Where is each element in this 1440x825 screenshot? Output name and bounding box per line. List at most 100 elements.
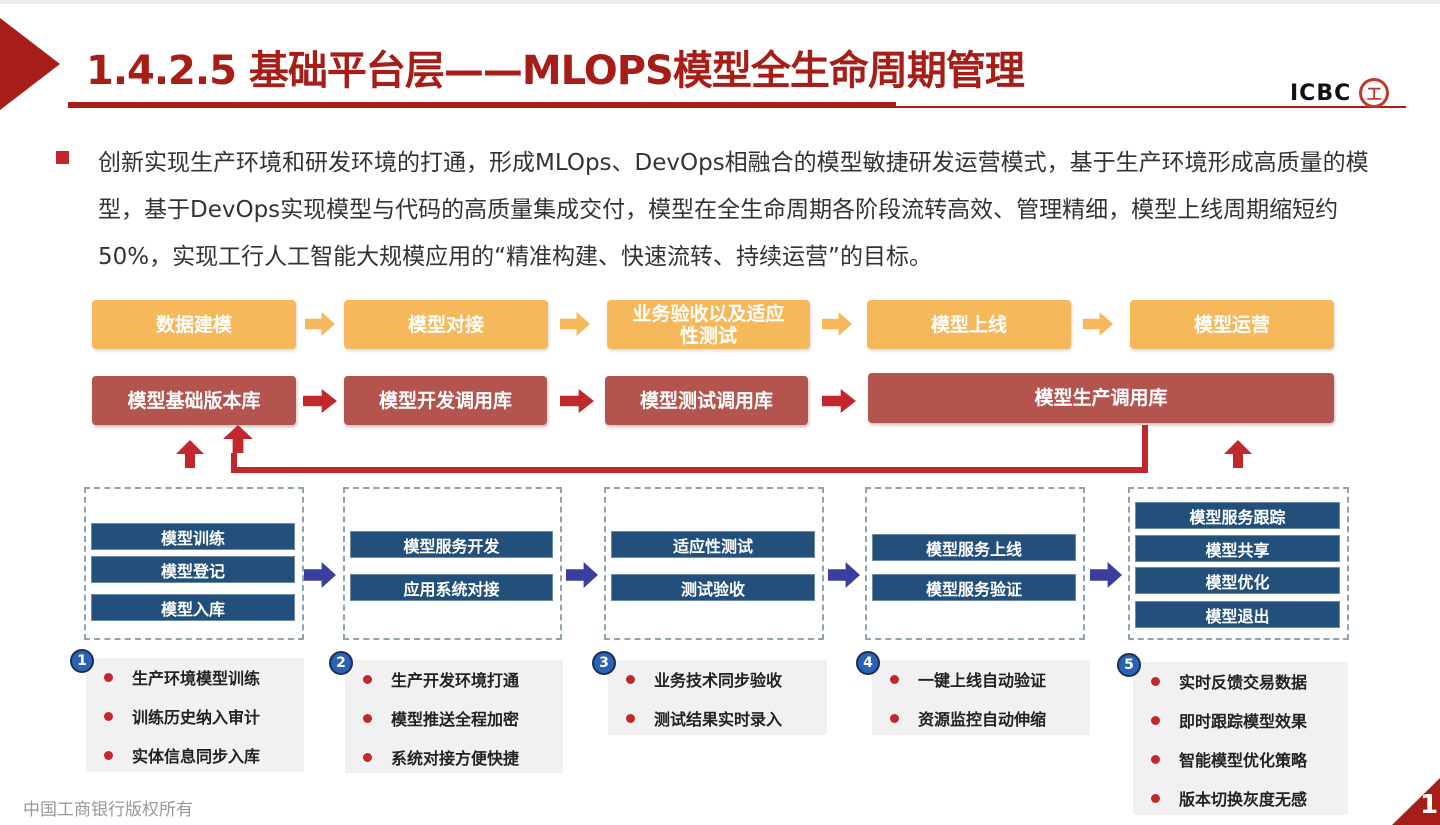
feedback-line xyxy=(231,453,237,473)
library-box-4: 模型生产调用库 xyxy=(868,373,1334,423)
stage-number-badge: 3 xyxy=(592,651,616,675)
stage-item: 模型入库 xyxy=(91,594,295,621)
bullet-text: 实体信息同步入库 xyxy=(132,747,261,766)
bullet-dot-icon xyxy=(890,674,899,684)
stage-item: 模型服务开发 xyxy=(350,531,553,558)
bullet-item: 一键上线自动验证 xyxy=(890,667,1046,691)
icbc-logo: ICBC 工 xyxy=(1290,78,1390,108)
stage-arrow-icon xyxy=(828,562,860,588)
library-box-3: 模型测试调用库 xyxy=(605,376,808,425)
up-arrow-icon xyxy=(1224,440,1252,468)
library-arrow-icon xyxy=(303,389,337,413)
bullet-item: 生产环境模型训练 xyxy=(104,665,260,689)
stage-item: 模型优化 xyxy=(1135,567,1340,594)
stage-item: 适应性测试 xyxy=(611,531,815,558)
bullet-dot-icon xyxy=(626,674,635,684)
library-box-1: 模型基础版本库 xyxy=(92,376,296,425)
bullet-dot-icon xyxy=(1151,793,1160,803)
top-bar xyxy=(0,0,1440,4)
stage-item: 模型退出 xyxy=(1135,601,1340,628)
stage-number-badge: 5 xyxy=(1117,653,1141,677)
bullet-text: 即时跟踪模型效果 xyxy=(1179,712,1308,731)
stage-item: 模型服务跟踪 xyxy=(1135,502,1340,529)
stage-item: 模型服务验证 xyxy=(872,574,1076,601)
stage-item: 模型登记 xyxy=(91,556,295,583)
bullet-item: 业务技术同步验收 xyxy=(626,667,782,691)
stage-box-3 xyxy=(604,487,824,640)
phase-box-3: 业务验收以及适应性测试 xyxy=(607,300,810,349)
stage-item: 模型共享 xyxy=(1135,535,1340,562)
stage-item: 测试验收 xyxy=(611,574,815,601)
bullet-text: 测试结果实时录入 xyxy=(654,710,783,729)
stage-number-badge: 4 xyxy=(856,651,880,675)
bullet-dot-icon xyxy=(890,713,899,723)
phase-arrow-icon xyxy=(1083,312,1113,336)
library-box-2: 模型开发调用库 xyxy=(344,376,547,425)
stage-number-badge: 1 xyxy=(70,649,94,673)
stage-bullets-panel xyxy=(86,658,304,772)
bullet-square-icon xyxy=(56,151,69,164)
bullet-text: 生产开发环境打通 xyxy=(391,671,520,690)
bullet-dot-icon xyxy=(1151,715,1160,725)
stage-bullets-panel xyxy=(1133,662,1348,815)
bullet-text: 一键上线自动验证 xyxy=(918,671,1047,690)
feedback-line xyxy=(231,467,1148,473)
stage-arrow-icon xyxy=(304,562,336,588)
up-arrow-icon xyxy=(176,440,204,468)
stage-bullets-panel xyxy=(345,660,563,773)
phase-box-4: 模型上线 xyxy=(867,300,1071,349)
stage-item: 应用系统对接 xyxy=(350,574,553,601)
phase-box-2: 模型对接 xyxy=(344,300,548,349)
bullet-text: 系统对接方便快捷 xyxy=(391,749,520,768)
bullet-dot-icon xyxy=(363,674,372,684)
stage-box-4 xyxy=(865,487,1085,640)
phase-arrow-icon xyxy=(560,312,590,336)
intro-paragraph: 创新实现生产环境和研发环境的打通，形成MLOps、DevOps相融合的模型敏捷研… xyxy=(98,150,1369,270)
copyright-footer: 中国工商银行版权所有 xyxy=(23,800,193,820)
bullet-item: 资源监控自动伸缩 xyxy=(890,706,1046,730)
bullet-text: 训练历史纳入审计 xyxy=(132,708,261,727)
phase-arrow-icon xyxy=(305,312,335,336)
stage-box-5 xyxy=(1128,487,1349,640)
bullet-dot-icon xyxy=(1151,676,1160,686)
feedback-line xyxy=(1142,425,1148,473)
stage-box-1 xyxy=(84,487,304,640)
logo-text: ICBC xyxy=(1290,80,1352,106)
bullet-text: 资源监控自动伸缩 xyxy=(918,710,1047,729)
bullet-text: 版本切换灰度无感 xyxy=(1179,790,1308,809)
bullet-text: 实时反馈交易数据 xyxy=(1179,673,1308,692)
bullet-item: 模型推送全程加密 xyxy=(363,706,519,730)
stage-bullets-panel xyxy=(872,660,1090,735)
stage-bullets-panel xyxy=(608,660,827,735)
bullet-item: 系统对接方便快捷 xyxy=(363,745,519,769)
bullet-dot-icon xyxy=(626,713,635,723)
phase-box-5: 模型运营 xyxy=(1130,300,1334,349)
bullet-item: 测试结果实时录入 xyxy=(626,706,782,730)
bullet-dot-icon xyxy=(1151,754,1160,764)
phase-box-1: 数据建模 xyxy=(92,300,296,349)
bullet-item: 版本切换灰度无感 xyxy=(1151,786,1307,810)
bullet-item: 实时反馈交易数据 xyxy=(1151,669,1307,693)
bullet-item: 训练历史纳入审计 xyxy=(104,704,260,728)
stage-item: 模型服务上线 xyxy=(872,534,1076,561)
icbc-emblem-icon: 工 xyxy=(1359,78,1390,108)
library-arrow-icon xyxy=(822,389,856,413)
page-number: 1 xyxy=(1420,790,1439,820)
stage-item: 模型训练 xyxy=(91,523,295,550)
phase-arrow-icon xyxy=(822,312,852,336)
stage-box-2 xyxy=(343,487,562,640)
bullet-item: 实体信息同步入库 xyxy=(104,743,260,767)
bullet-text: 模型推送全程加密 xyxy=(391,710,520,729)
stage-arrow-icon xyxy=(566,562,598,588)
bullet-item: 智能模型优化策略 xyxy=(1151,747,1307,771)
bullet-item: 即时跟踪模型效果 xyxy=(1151,708,1307,732)
bullet-item: 生产开发环境打通 xyxy=(363,667,519,691)
bullet-dot-icon xyxy=(363,713,372,723)
title-triangle-decoration xyxy=(0,18,60,110)
page-title: 1.4.2.5 基础平台层——MLOPS模型全生命周期管理 xyxy=(86,48,1025,94)
bullet-text: 智能模型优化策略 xyxy=(1179,751,1308,770)
bullet-text: 业务技术同步验收 xyxy=(654,671,783,690)
stage-number-badge: 2 xyxy=(329,651,353,675)
bullet-dot-icon xyxy=(104,750,113,760)
up-arrow-icon xyxy=(223,425,253,453)
